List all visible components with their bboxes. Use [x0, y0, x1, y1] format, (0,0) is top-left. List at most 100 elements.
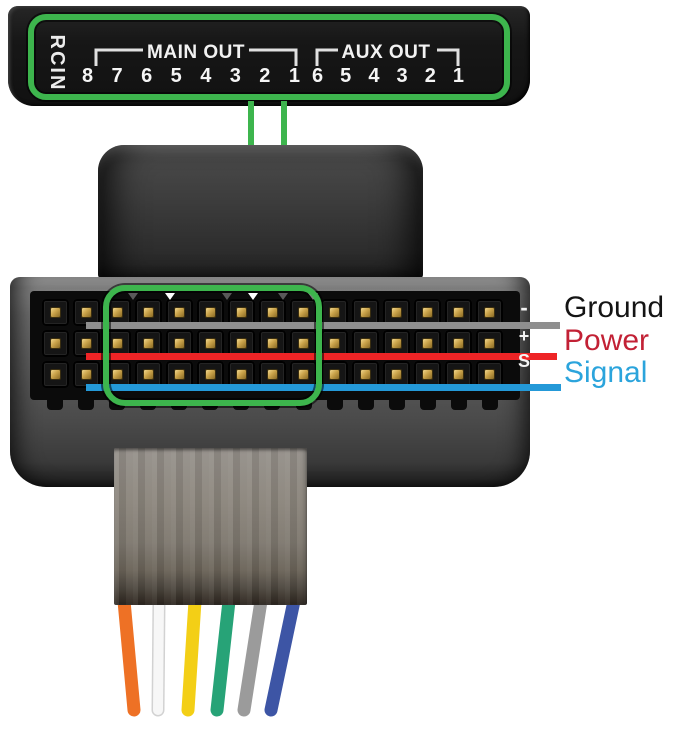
pin-contact [205, 307, 215, 317]
pin-triangle-mark [278, 293, 288, 300]
aux-out-number: 3 [396, 65, 408, 87]
pin-contact [423, 307, 433, 317]
pin-contact [423, 369, 433, 379]
label-brackets [94, 48, 460, 66]
header-tooth [419, 398, 436, 410]
pin-socket [352, 360, 380, 388]
pin-contact [454, 369, 464, 379]
main-out-number: 2 [259, 65, 271, 87]
pin-socket [72, 329, 100, 357]
pin-socket [321, 298, 349, 326]
pin-contact [50, 369, 60, 379]
pin-socket [352, 329, 380, 357]
pin-contact [174, 338, 184, 348]
pin-socket [445, 329, 473, 357]
white-wire-edge [151, 594, 166, 717]
power-legend-label: Power [564, 324, 650, 357]
main-out-label: MAIN OUT [147, 42, 245, 63]
pin-socket [41, 298, 69, 326]
connector-housing-top [98, 145, 423, 280]
main-out-number: 3 [229, 65, 241, 87]
pin-contact [330, 369, 340, 379]
pin-socket [134, 298, 162, 326]
main-out-number: 6 [141, 65, 153, 87]
pin-socket [258, 329, 286, 357]
pin-triangle-mark [128, 293, 138, 300]
pin-socket [227, 329, 255, 357]
pin-socket [321, 360, 349, 388]
pin1-triangle-mark [165, 293, 175, 300]
pin-contact [143, 369, 153, 379]
pin-contact [50, 338, 60, 348]
pin-socket [321, 329, 349, 357]
pin-socket [352, 298, 380, 326]
main-out-pins-highlight-frame [103, 285, 322, 406]
pin-contact [267, 369, 277, 379]
pin-socket [227, 298, 255, 326]
minus-marker: - [520, 295, 528, 320]
pin-socket [165, 329, 193, 357]
pin-socket [383, 298, 411, 326]
pin-contact [112, 307, 122, 317]
pin-socket [476, 329, 504, 357]
pin-socket [290, 360, 318, 388]
plus-marker: + [518, 326, 530, 346]
signal-marker: S [517, 351, 530, 371]
header-tooth [47, 398, 63, 410]
pin-contact [236, 307, 246, 317]
green-wire [210, 594, 236, 717]
header-tooth [450, 398, 467, 410]
pin-contact [174, 307, 184, 317]
pin-socket [196, 360, 224, 388]
servo-plug [114, 448, 307, 605]
pin-contact [485, 307, 495, 317]
pin-socket [72, 298, 100, 326]
blue-wire [264, 594, 301, 717]
pin-socket [41, 329, 69, 357]
pin-contact [81, 369, 91, 379]
pin-contact [112, 338, 122, 348]
pin-socket [134, 360, 162, 388]
aux-out-number: 1 [452, 65, 464, 87]
pin1-triangle-mark [248, 293, 258, 300]
pin-contact [392, 338, 402, 348]
pin-socket [165, 298, 193, 326]
pin-contact [81, 338, 91, 348]
pin-contact [267, 338, 277, 348]
pin-socket [196, 329, 224, 357]
signal-rail-line [86, 384, 561, 391]
pin-contact [81, 307, 91, 317]
pin-socket [196, 298, 224, 326]
pin-contact [299, 369, 309, 379]
pin-socket [41, 360, 69, 388]
pin-contact [361, 369, 371, 379]
pin-socket [476, 360, 504, 388]
pin-contact [267, 307, 277, 317]
pin-contact [174, 369, 184, 379]
white-wire [153, 596, 164, 715]
pin-header-recess [30, 291, 520, 400]
pin-contact [205, 369, 215, 379]
pin-contact [361, 307, 371, 317]
pin-contact [361, 338, 371, 348]
main-out-number: 1 [288, 65, 300, 87]
aux-out-number: 2 [424, 65, 436, 87]
main-out-number: 8 [82, 65, 94, 87]
pin-socket [72, 360, 100, 388]
pin-socket [165, 360, 193, 388]
pin-socket [258, 298, 286, 326]
header-tooth [388, 398, 405, 410]
pin-socket [383, 329, 411, 357]
header-tooth [357, 398, 374, 410]
pin-contact [205, 338, 215, 348]
pin-contact [143, 307, 153, 317]
yellow-wire [181, 594, 202, 717]
output-labels-highlight-frame [28, 14, 510, 100]
pin-socket [290, 329, 318, 357]
pin-contact [423, 338, 433, 348]
pin-contact [330, 338, 340, 348]
pin-triangle-mark [222, 293, 232, 300]
